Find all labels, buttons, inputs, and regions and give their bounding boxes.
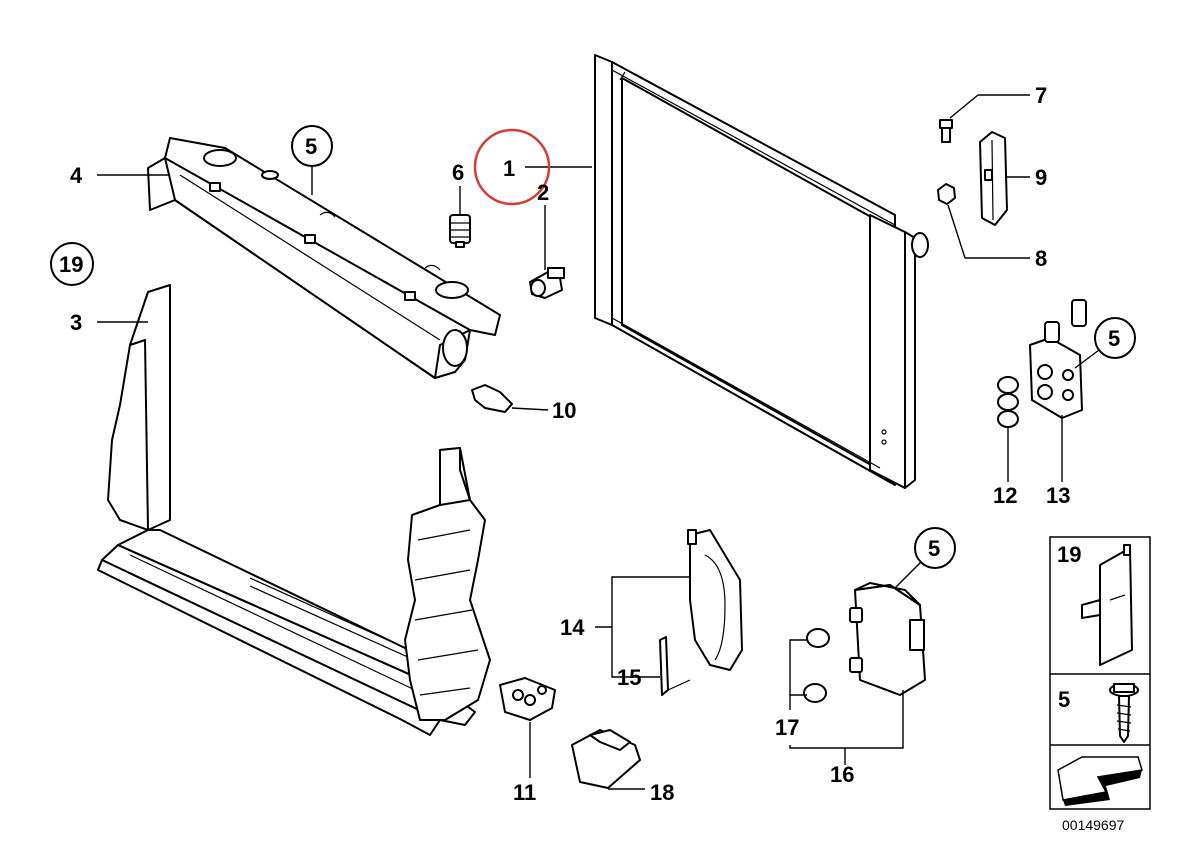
callout-12[interactable]: 12	[993, 483, 1017, 508]
callout-6[interactable]: 6	[452, 160, 464, 185]
part-7-screw[interactable]	[939, 119, 953, 143]
callout-5a[interactable]: 5	[305, 134, 317, 159]
part-14-duct[interactable]	[687, 529, 743, 671]
part-17-rings[interactable]	[803, 628, 830, 703]
highlight-circle	[473, 128, 551, 206]
callout-14[interactable]: 14	[560, 615, 585, 640]
part-13-valve-block[interactable]	[1029, 299, 1087, 419]
callout-7[interactable]: 7	[1035, 83, 1047, 108]
callout-13[interactable]: 13	[1046, 483, 1070, 508]
part-9-clip[interactable]	[979, 131, 1008, 226]
callout-2[interactable]: 2	[537, 180, 549, 205]
front-carrier[interactable]	[97, 284, 491, 736]
radiator[interactable]	[594, 54, 929, 489]
callout-1[interactable]: 1	[503, 156, 515, 181]
callout-9[interactable]: 9	[1035, 165, 1047, 190]
legend-item-19-label: 19	[1057, 542, 1081, 567]
callout-circle-19	[50, 242, 94, 286]
legend-item-19-drawing	[1081, 544, 1133, 666]
callout-16[interactable]: 16	[830, 762, 854, 787]
part-16-oil-cooler[interactable]	[849, 582, 926, 696]
leader-lines	[97, 94, 1116, 790]
part-6-sensor[interactable]	[449, 214, 471, 248]
part-8-cap[interactable]	[937, 183, 956, 205]
upper-support[interactable]	[147, 137, 501, 379]
callout-circle-5b	[1094, 317, 1136, 359]
callout-circle-5a	[291, 125, 333, 167]
callout-3[interactable]: 3	[70, 310, 82, 335]
callout-circle-5c	[914, 527, 956, 569]
return-arrow-icon[interactable]	[1057, 756, 1143, 806]
part-18-bracket[interactable]	[571, 729, 641, 789]
callout-5c[interactable]: 5	[928, 536, 940, 561]
screw-icon	[1109, 683, 1139, 743]
part-12-rings[interactable]	[997, 376, 1019, 428]
callout-19[interactable]: 19	[59, 252, 83, 277]
callout-18[interactable]: 18	[650, 780, 674, 805]
callout-15[interactable]: 15	[617, 665, 641, 690]
callout-11[interactable]: 11	[513, 780, 536, 805]
part-2-plug[interactable]	[529, 267, 565, 299]
diagram-code: 00149697	[1062, 817, 1125, 833]
part-15-clip[interactable]	[659, 636, 691, 696]
callout-17[interactable]: 17	[775, 715, 799, 740]
callout-5b[interactable]: 5	[1108, 326, 1120, 351]
part-10-bracket[interactable]	[471, 384, 513, 413]
callout-4[interactable]: 4	[70, 163, 83, 188]
part-11-mount[interactable]	[499, 677, 556, 721]
callout-10[interactable]: 10	[552, 398, 576, 423]
callout-8[interactable]: 8	[1035, 246, 1047, 271]
legend-item-5-label: 5	[1058, 687, 1070, 712]
